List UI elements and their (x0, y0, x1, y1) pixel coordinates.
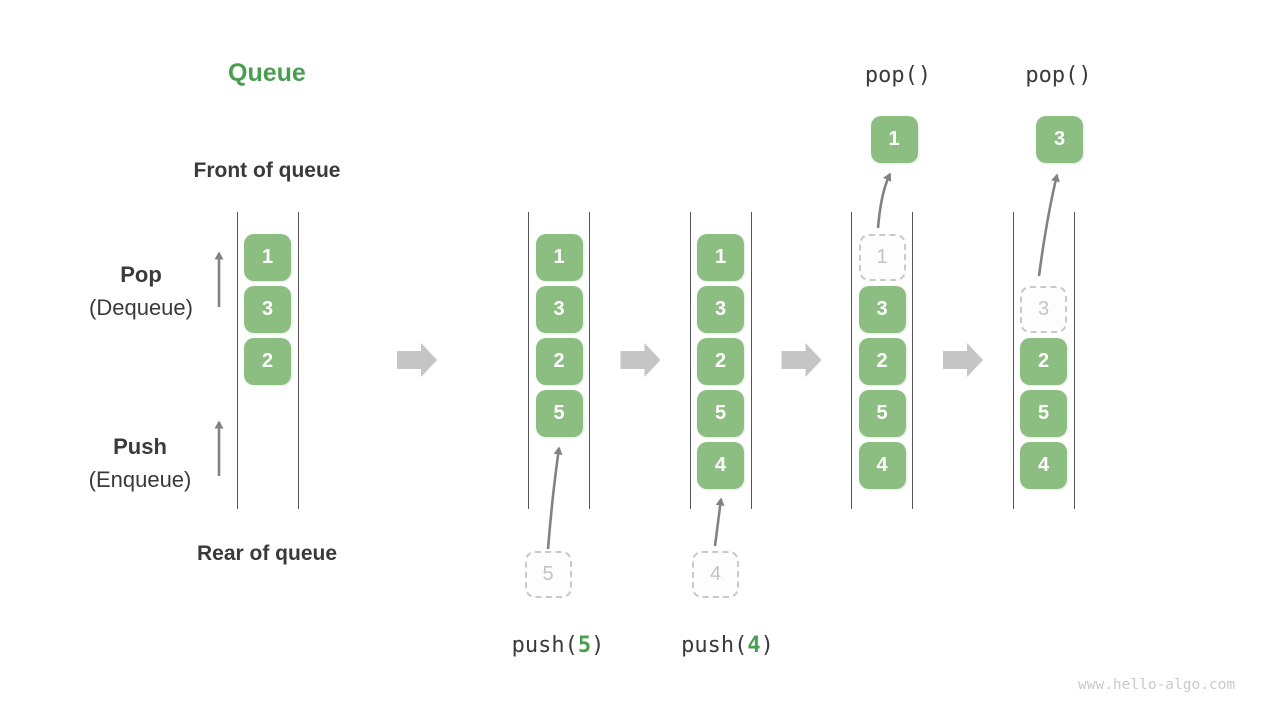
incoming-element-box: 5 (524, 551, 572, 598)
queue-cell-value: 2 (553, 350, 565, 372)
queue-cell-value: 2 (1037, 350, 1050, 372)
queue-cell-value: 1 (261, 246, 274, 268)
queue-container-state-initial (236, 212, 299, 509)
next-state-arrow-icon (943, 343, 983, 377)
queue-cell-value: 5 (876, 402, 888, 424)
outgoing-element-value: 3 (1053, 128, 1066, 150)
pop-operation-label: pop() (1025, 63, 1092, 88)
queue-cell-dashed: 3 (1020, 286, 1067, 333)
queue-cell-value: 3 (553, 298, 565, 320)
queue-cell-value: 2 (876, 350, 888, 372)
queue-cell: 5 (1020, 390, 1067, 437)
queue-cell-value: 2 (261, 350, 274, 372)
queue-container-state-after-push-4 (689, 212, 752, 509)
queue-cell-value: 3 (714, 298, 727, 320)
queue-cell: 1 (535, 234, 583, 281)
queue-cell-value: 4 (876, 454, 888, 476)
queue-cell-value: 1 (876, 246, 888, 268)
outgoing-element-box: 1 (870, 116, 918, 163)
queue-container-state-pop-3 (1012, 212, 1075, 509)
queue-cell-value: 5 (714, 402, 727, 424)
push-operation-arg: 5 (577, 633, 592, 658)
queue-cell: 2 (697, 338, 744, 385)
pop-label-group: Pop (Dequeue) (89, 258, 193, 324)
push-operation-prefix: push( (511, 633, 578, 658)
queue-cell: 3 (244, 286, 291, 333)
incoming-element-box: 4 (692, 551, 739, 598)
enqueue-label: (Enqueue) (88, 467, 192, 492)
queue-cell: 5 (697, 390, 744, 437)
queue-cell-dashed: 1 (858, 234, 906, 281)
queue-cell: 1 (244, 234, 291, 281)
queue-cell: 2 (244, 338, 291, 385)
incoming-element-value: 4 (709, 563, 722, 585)
queue-cell: 4 (1020, 442, 1067, 489)
push-operation-label: push(5) (512, 632, 605, 660)
queue-cell-value: 4 (1037, 454, 1050, 476)
push-operation-suffix: ) (591, 633, 605, 658)
dequeue-label: (Dequeue) (89, 295, 193, 320)
push-label-group: Push (Enqueue) (89, 430, 192, 496)
incoming-element-value: 5 (542, 563, 554, 585)
queue-cell: 4 (697, 442, 744, 489)
queue-cell: 2 (858, 338, 906, 385)
queue-cell: 4 (858, 442, 906, 489)
diagram-title: Queue (228, 59, 306, 87)
queue-cell-value: 2 (714, 350, 727, 372)
queue-container-state-pop-1 (851, 212, 913, 509)
queue-cell-value: 5 (1037, 402, 1050, 424)
rear-of-queue-label: Rear of queue (196, 542, 338, 565)
front-of-queue-label: Front of queue (193, 159, 341, 182)
queue-cell: 3 (858, 286, 906, 333)
queue-cell: 3 (697, 286, 744, 333)
queue-cell-value: 3 (876, 298, 888, 320)
pop-operation-label: pop() (864, 63, 932, 88)
queue-cell: 2 (535, 338, 583, 385)
pop-label: Pop (120, 262, 162, 287)
next-state-arrow-icon (781, 343, 822, 377)
outgoing-element-value: 1 (888, 128, 900, 150)
watermark: www.hello-algo.com (1078, 677, 1236, 693)
next-state-arrow-icon (397, 343, 437, 377)
queue-cell-value: 4 (714, 454, 727, 476)
queue-cell-value: 3 (1037, 298, 1050, 320)
queue-cell: 1 (697, 234, 744, 281)
queue-cell-value: 5 (553, 402, 565, 424)
outgoing-element-box: 3 (1036, 116, 1083, 163)
queue-cell: 5 (858, 390, 906, 437)
next-state-arrow-icon (620, 343, 661, 377)
push-operation-arg: 4 (747, 633, 761, 658)
queue-cell: 2 (1020, 338, 1067, 385)
push-operation-suffix: ) (760, 633, 774, 658)
push-operation-label: push(4) (681, 632, 774, 660)
queue-cell: 3 (535, 286, 583, 333)
queue-cell-value: 3 (261, 298, 274, 320)
push-operation-prefix: push( (681, 633, 748, 658)
queue-cell: 5 (535, 390, 583, 437)
queue-container-state-after-push-5 (528, 212, 590, 509)
push-label: Push (113, 434, 167, 459)
queue-cell-value: 1 (714, 246, 727, 268)
queue-cell-value: 1 (553, 246, 565, 268)
